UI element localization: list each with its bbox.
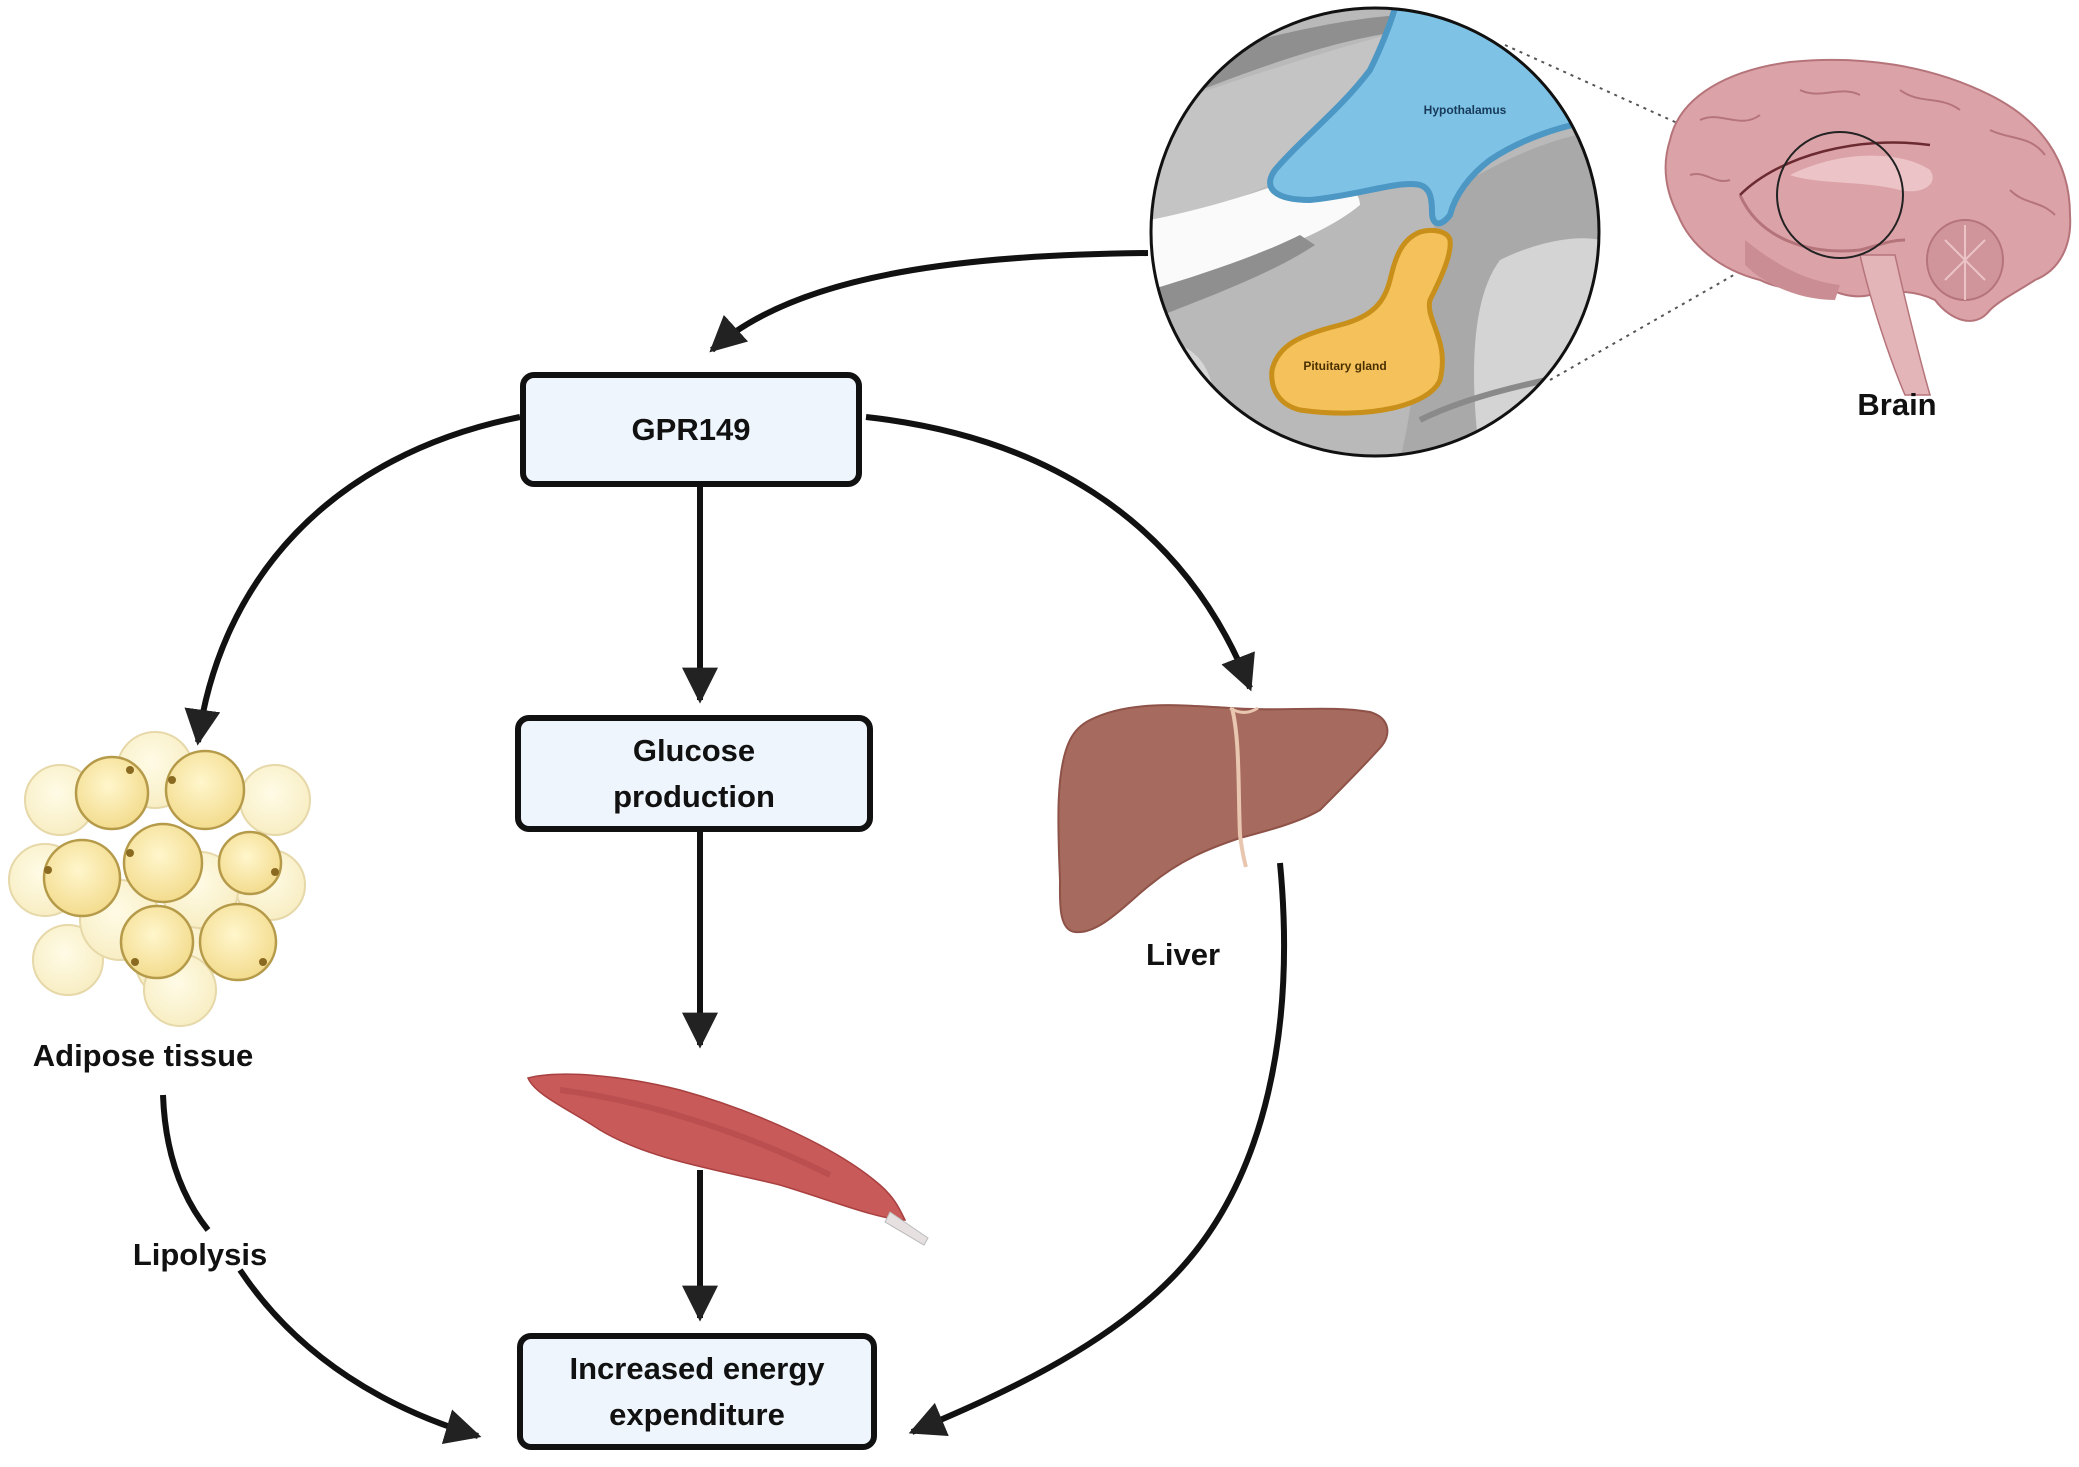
hypothalamus-shape	[1267, 8, 1599, 227]
arrow-adipose-segment	[160, 1094, 211, 1232]
liver-illustration	[1057, 704, 1389, 934]
zoom-line-bottom	[1549, 259, 1761, 381]
brain-illustration	[1664, 58, 2072, 396]
liver-label: Liver	[1146, 937, 1220, 972]
hypothalamus-pituitary-inset: Hypothalamus Pituitary gland	[1149, 6, 1601, 458]
energy-label-line1: Increased energy	[569, 1350, 825, 1386]
energy-label-line2: expenditure	[609, 1396, 785, 1432]
adipose-tissue-label: Adipose tissue	[33, 1038, 254, 1073]
adipose-tissue-illustration	[8, 731, 311, 1027]
arrow-gpr149-to-adipose	[184, 414, 521, 746]
glucose-production-label-line1: Glucose	[632, 732, 756, 768]
gpr149-label: GPR149	[631, 411, 751, 447]
arrow-gpr149-to-liver	[865, 414, 1255, 692]
arrow-liver-to-energy	[908, 862, 1288, 1437]
muscle-illustration	[526, 1073, 929, 1246]
gpr149-node: GPR149	[520, 372, 862, 487]
glucose-production-node: Glucose production	[515, 715, 873, 832]
glucose-production-label-line2: production	[613, 778, 775, 814]
arrow-brain-to-gpr149	[709, 250, 1149, 353]
hypothalamus-label: Hypothalamus	[1424, 103, 1507, 117]
increased-energy-expenditure-node: Increased energy expenditure	[517, 1333, 877, 1450]
pituitary-label: Pituitary gland	[1303, 359, 1386, 373]
pituitary-shape	[1269, 227, 1453, 416]
lipolysis-label: Lipolysis	[133, 1237, 267, 1272]
brain-label: Brain	[1857, 387, 1936, 422]
arrow-lipolysis-to-energy	[237, 1268, 482, 1445]
